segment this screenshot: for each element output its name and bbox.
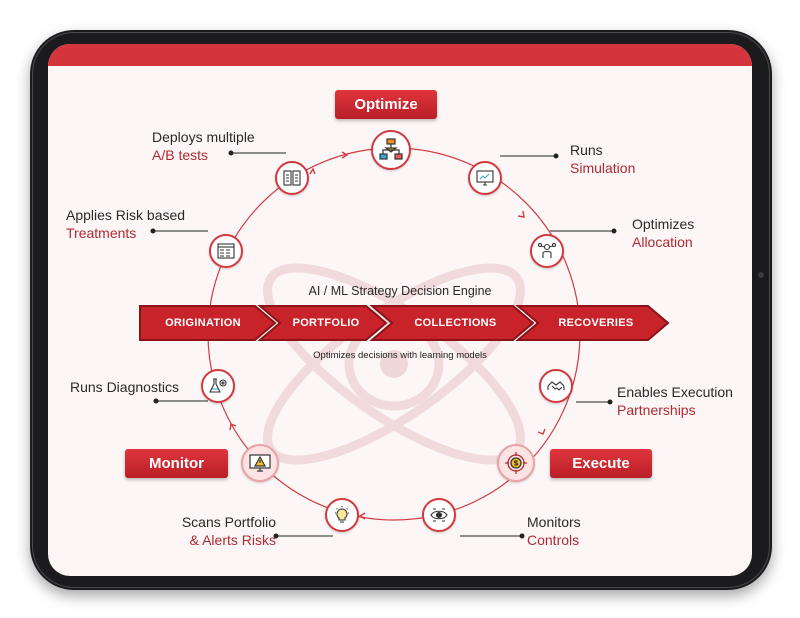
stage-chevron-origination: [139, 305, 277, 341]
lightbulb-alert-icon: [325, 498, 359, 532]
stage-label-recoveries: RECOVERIES: [558, 317, 634, 329]
eye-controls-icon: [422, 498, 456, 532]
flask-gear-icon: [201, 369, 235, 403]
stage-chevron-recoveries: [515, 305, 670, 341]
execute-badge: Execute: [550, 449, 652, 478]
handshake-icon: [539, 369, 573, 403]
step-label-diagnostics: Runs Diagnostics: [70, 379, 179, 395]
target-dollar-icon: [497, 444, 535, 482]
stage-chevrons: [139, 305, 670, 341]
stage-label-portfolio: PORTFOLIO: [292, 317, 360, 329]
camera-dot: [758, 272, 764, 278]
flowchart-icon: [371, 130, 411, 170]
optimize-badge: Optimize: [335, 90, 437, 119]
browser-list-icon: [209, 234, 243, 268]
monitor-badge: Monitor: [125, 449, 228, 478]
engine-title: AI / ML Strategy Decision Engine: [308, 284, 492, 298]
monitor-chart-icon: [468, 161, 502, 195]
stage-label-origination: ORIGINATION: [165, 317, 241, 329]
stage-label-collections: COLLECTIONS: [414, 317, 497, 329]
clipboard-tests-icon: [275, 161, 309, 195]
stage-chevron-collections: [369, 305, 535, 341]
engine-subtitle: Optimizes decisions with learning models: [313, 350, 487, 361]
people-network-icon: [530, 234, 564, 268]
stage-chevron-portfolio: [257, 305, 388, 341]
step-label-scans: Scans Portfolio& Alerts Risks: [181, 514, 276, 548]
warning-monitor-icon: [241, 444, 279, 482]
cycle-arrows: [229, 151, 546, 520]
leader-lines: [150, 150, 617, 539]
top-bar: [48, 44, 752, 66]
tablet-screen: Optimize Monitor Execute AI / ML Strateg…: [48, 44, 752, 576]
